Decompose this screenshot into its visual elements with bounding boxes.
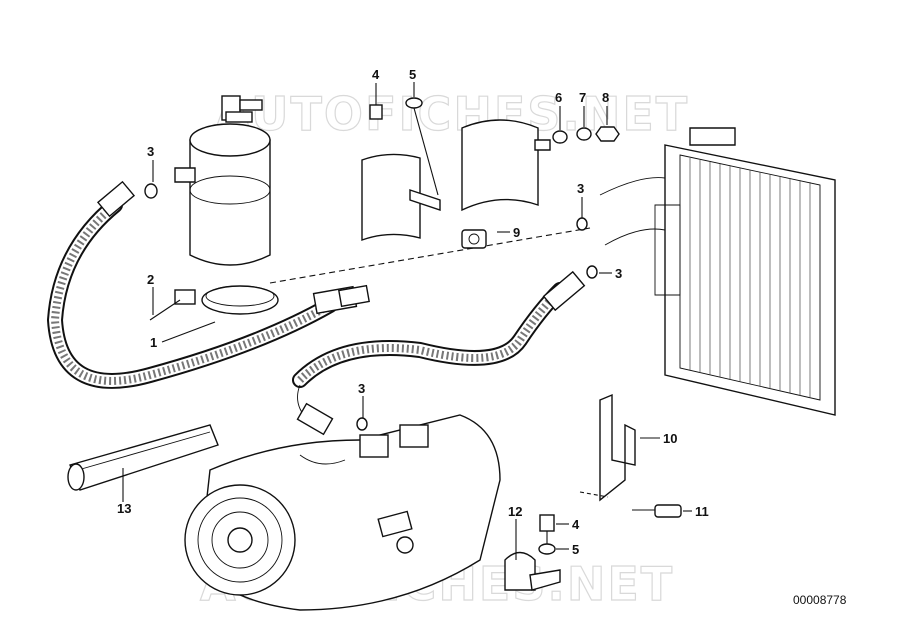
washer-5-top — [405, 97, 439, 196]
washer-5-bottom — [538, 543, 556, 555]
document-number: 00008778 — [793, 593, 847, 607]
callout-11: 11 — [695, 504, 709, 519]
leader-lines — [122, 82, 692, 560]
washer-3-a — [144, 183, 158, 199]
callout-8: 8 — [602, 90, 609, 105]
callout-5-bottom: 5 — [572, 542, 579, 557]
callout-3-condenser-top: 3 — [577, 181, 584, 196]
callout-10: 10 — [663, 431, 677, 446]
callout-1: 1 — [150, 335, 157, 350]
bracket-left — [361, 153, 441, 241]
hose-left-long — [46, 180, 370, 389]
callout-12: 12 — [508, 504, 522, 519]
callout-6: 6 — [555, 90, 562, 105]
nut-group-6-7-8 — [552, 126, 620, 144]
washer-3-b — [576, 217, 588, 231]
compressor — [184, 414, 501, 611]
switch-9 — [461, 229, 487, 249]
callout-3-condenser-bottom: 3 — [615, 266, 622, 281]
bolt-4-bottom — [539, 514, 555, 545]
hose-middle — [292, 270, 586, 436]
callout-4-top: 4 — [372, 67, 380, 82]
bracket-10 — [579, 393, 636, 502]
callout-7: 7 — [579, 90, 586, 105]
condenser — [599, 127, 836, 416]
washer-3-d — [356, 417, 368, 431]
callout-9: 9 — [513, 225, 520, 240]
callout-13: 13 — [117, 501, 131, 516]
bolt-4-top — [369, 95, 383, 120]
hose-piece-13 — [67, 424, 219, 491]
receiver-drier — [174, 95, 271, 266]
drier-clamp — [149, 285, 279, 321]
washer-3-c — [586, 265, 598, 279]
callout-5-top: 5 — [409, 67, 416, 82]
callout-2: 2 — [147, 272, 154, 287]
bolt-11 — [632, 504, 682, 518]
callout-4-bottom: 4 — [572, 517, 580, 532]
clamp-12 — [504, 551, 561, 591]
callout-3-drier: 3 — [147, 144, 154, 159]
callout-3-compressor: 3 — [358, 381, 365, 396]
bracket-right — [461, 119, 551, 212]
